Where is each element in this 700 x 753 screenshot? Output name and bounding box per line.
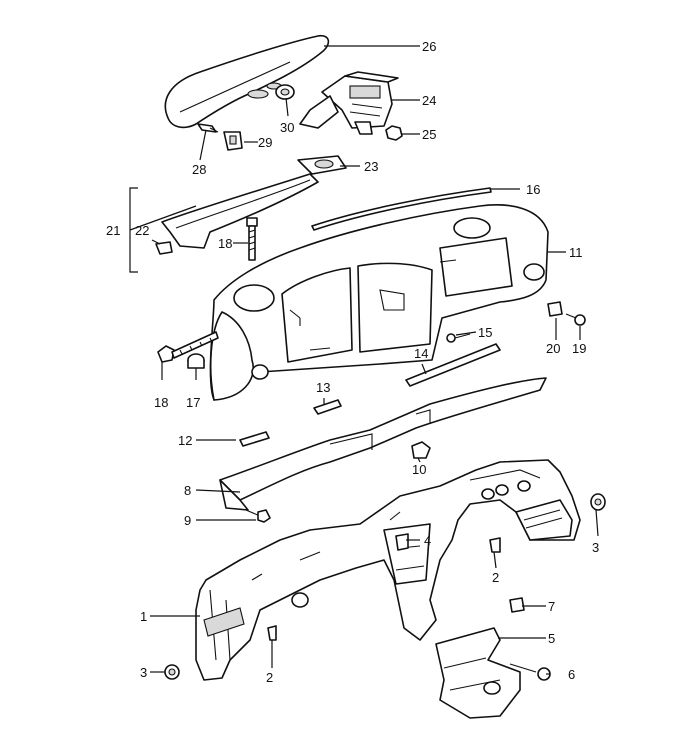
part-28-screw <box>197 123 219 133</box>
callout-11: 11 <box>569 245 583 260</box>
callout-3-left: 3 <box>140 665 147 680</box>
part-2-clip-left <box>267 625 277 641</box>
callout-8: 8 <box>184 483 191 498</box>
callout-21: 21 <box>106 223 120 238</box>
part-2-clip-center <box>489 537 501 553</box>
part-22-clip <box>155 241 173 255</box>
part-26-dash-top-cover <box>164 34 330 129</box>
callout-25: 25 <box>422 127 436 142</box>
part-14-rod <box>405 343 501 387</box>
callout-5: 5 <box>548 631 555 646</box>
part-18-bolt-lower <box>157 331 219 363</box>
part-25-nut <box>385 125 403 141</box>
part-12-pin <box>239 431 270 447</box>
callout-18-upper: 18 <box>218 236 232 251</box>
part-5-bracket <box>435 627 521 719</box>
callout-23: 23 <box>364 159 378 174</box>
part-9-screw <box>245 509 271 523</box>
part-13-pin <box>313 399 342 415</box>
callout-4: 4 <box>424 533 431 548</box>
part-24-air-vent <box>299 71 399 135</box>
callout-26: 26 <box>422 39 436 54</box>
callout-6: 6 <box>568 667 575 682</box>
callout-19: 19 <box>572 341 586 356</box>
callout-10: 10 <box>412 462 426 477</box>
leader-lines <box>129 45 599 675</box>
callout-17: 17 <box>186 395 200 410</box>
part-21-upper-trim <box>161 173 319 249</box>
part-4-clip <box>395 533 409 551</box>
part-15-screw <box>446 333 471 343</box>
callout-7: 7 <box>548 599 555 614</box>
callout-18-lower: 18 <box>154 395 168 410</box>
callout-20: 20 <box>546 341 560 356</box>
part-3-nut-left <box>164 664 180 680</box>
part-18-bolt-upper <box>246 217 258 261</box>
callout-28: 28 <box>192 162 206 177</box>
part-30-grommet <box>275 84 295 100</box>
callout-30: 30 <box>280 120 294 135</box>
callout-9: 9 <box>184 513 191 528</box>
callout-2-center: 2 <box>492 570 499 585</box>
part-17-grommet <box>187 353 205 369</box>
part-16-trim-strip <box>311 187 492 231</box>
callout-24: 24 <box>422 93 436 108</box>
part-19-screw <box>565 313 586 326</box>
part-3-nut-right <box>590 493 606 511</box>
part-23-speaker-cover <box>297 155 347 175</box>
callout-labels: 26 24 30 25 29 28 23 16 21 22 18 11 15 2… <box>106 39 599 685</box>
part-20-clip-nut <box>547 301 563 317</box>
callout-29: 29 <box>258 135 272 150</box>
part-10-clip <box>411 441 431 459</box>
callout-14: 14 <box>414 346 428 361</box>
part-7-clip <box>509 597 525 613</box>
callout-15: 15 <box>478 325 492 340</box>
part-11-dashboard <box>209 204 549 401</box>
callout-2-left: 2 <box>266 670 273 685</box>
callout-3-right: 3 <box>592 540 599 555</box>
callout-13: 13 <box>316 380 330 395</box>
callout-22: 22 <box>135 223 149 238</box>
part-29-clip <box>223 131 243 151</box>
callout-16: 16 <box>526 182 540 197</box>
callout-12: 12 <box>178 433 192 448</box>
part-8-lower-panel <box>219 377 547 511</box>
callout-1: 1 <box>140 609 147 624</box>
part-1-crossmember <box>195 459 581 681</box>
